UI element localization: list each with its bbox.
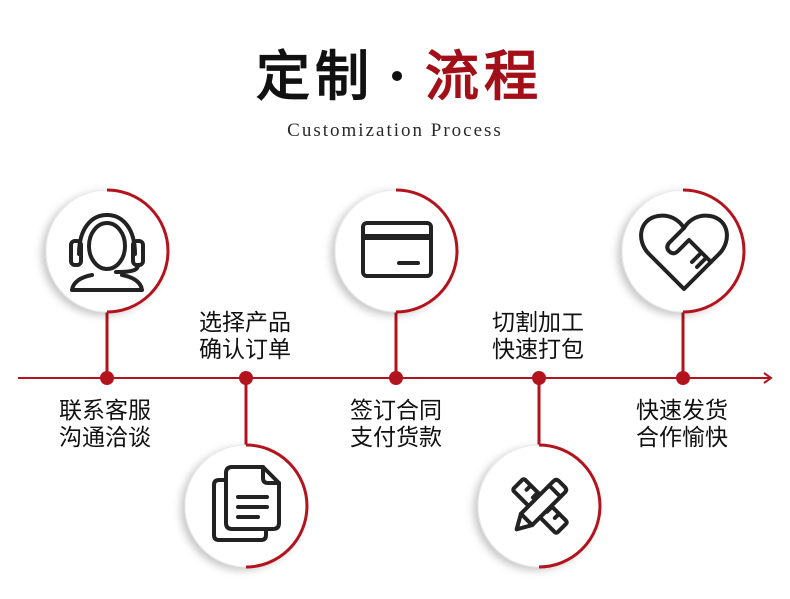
step-3-label-line-2: 支付货款	[350, 425, 442, 451]
step-5	[621, 188, 746, 385]
step-4-label-line-1: 切割加工	[492, 310, 584, 336]
documents-icon	[212, 465, 281, 542]
step-3-dot	[389, 371, 403, 385]
step-2-label-line-2: 确认订单	[199, 337, 291, 363]
step-1	[45, 188, 170, 385]
step-2-dot	[239, 371, 253, 385]
step-2-label-line-1: 选择产品	[199, 310, 291, 336]
heart-handshake-icon	[639, 213, 729, 291]
step-4-label-line-2: 快速打包	[492, 337, 584, 363]
pencil-icon	[514, 477, 569, 532]
step-4	[477, 371, 602, 569]
step-2	[184, 371, 309, 569]
step-1-dot	[100, 371, 114, 385]
customer-service-icon	[69, 213, 145, 292]
step-1-label: 联系客服 沟通洽谈	[40, 398, 170, 452]
step-3-ring-arc	[395, 188, 459, 314]
pencil-ruler-icon	[511, 477, 569, 535]
step-1-label-line-1: 联系客服	[59, 398, 151, 424]
page-title: 定制 · 流程	[4, 46, 790, 106]
step-3-label-line-1: 签订合同	[350, 398, 442, 424]
step-4-ring-arc	[538, 443, 602, 569]
step-5-ring-arc	[682, 188, 746, 314]
step-5-label: 快速发货 合作愉快	[617, 398, 747, 452]
step-2-label: 选择产品 确认订单	[180, 310, 310, 364]
step-5-label-line-2: 合作愉快	[636, 425, 728, 451]
title-part-customization: 定制	[256, 44, 374, 108]
page-subtitle: Customization Process	[287, 120, 503, 141]
step-4-label: 切割加工 快速打包	[473, 310, 603, 364]
step-1-label-line-2: 沟通洽谈	[59, 425, 151, 451]
step-3	[334, 188, 459, 385]
step-4-dot	[532, 371, 546, 385]
step-3-label: 签订合同 支付货款	[331, 398, 461, 452]
step-5-dot	[676, 371, 690, 385]
timeline-arrow-icon	[763, 372, 773, 384]
credit-card-icon	[361, 221, 433, 278]
step-2-ring-arc	[245, 443, 309, 569]
step-1-ring-arc	[106, 188, 170, 314]
title-separator: ·	[387, 44, 407, 108]
step-5-label-line-1: 快速发货	[636, 398, 728, 424]
title-part-process: 流程	[425, 44, 543, 108]
